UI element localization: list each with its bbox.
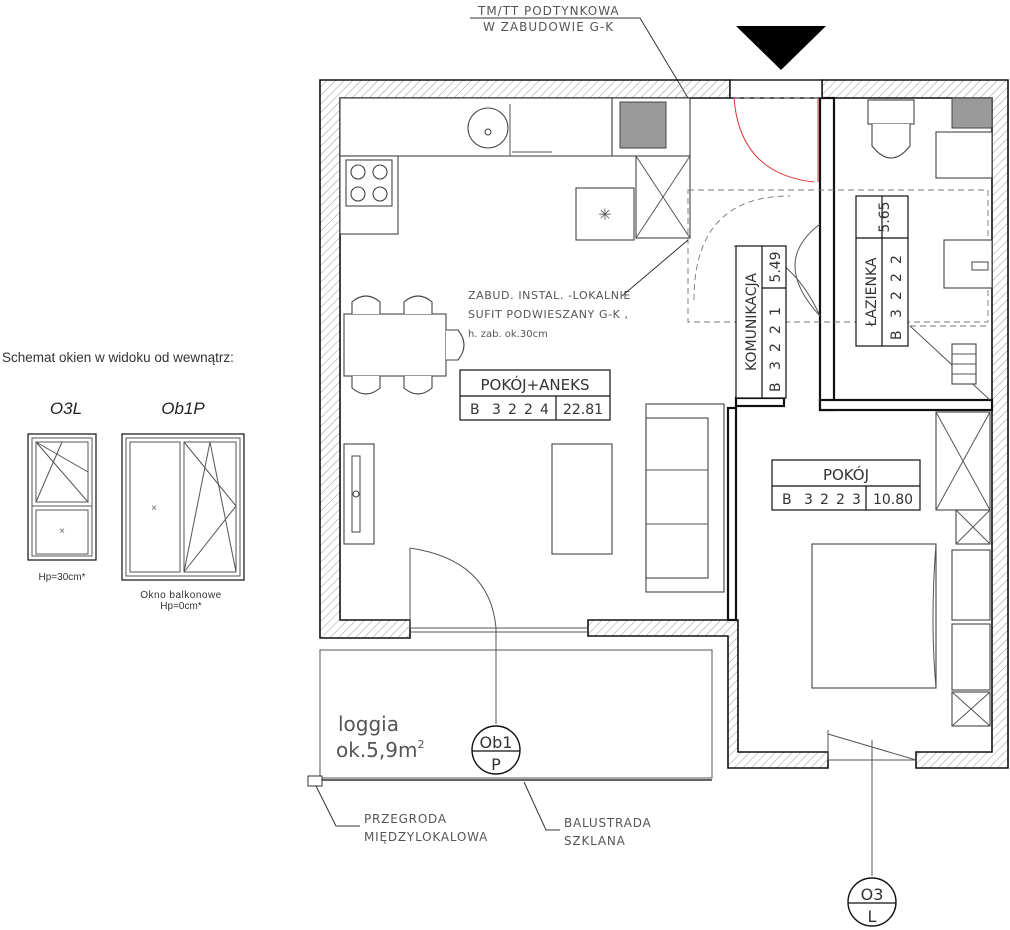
room-code-char: 2: [768, 343, 784, 352]
room-code-char: 3: [492, 402, 501, 418]
legend-note-ob1p-line2: Hp=0cm*: [160, 601, 202, 612]
note-top-line2: W ZABUDOWIE G-K: [483, 20, 614, 34]
fridge-icon: [575, 187, 635, 241]
railing-note-line2: SZKLANA: [564, 834, 626, 848]
sofa-icon: [645, 403, 725, 593]
room-code-char: 3: [852, 492, 861, 508]
room-label-bath: ŁAZIENKA B 3 2 2 2 5.65: [855, 195, 909, 347]
room-code-char: 2: [889, 273, 905, 282]
washer-icon: [935, 131, 993, 179]
dining-set: [343, 295, 465, 395]
ceiling-note-line2: SUFIT PODWIESZANY G-K ,: [468, 308, 629, 321]
pillow-icon: [951, 623, 991, 691]
kitchen-furniture: ✳: [339, 97, 691, 241]
bed-icon: [811, 543, 937, 689]
window-tag-bottom: P: [491, 755, 501, 774]
room-code-char: 3: [768, 361, 784, 370]
room-name: POKÓJ: [823, 465, 869, 484]
bath-shaft-icon: [951, 97, 993, 129]
window-legend: Schemat okien w widoku od wewnątrz: O3L …: [2, 350, 245, 612]
room-code-char: B: [889, 330, 905, 340]
window-tag-ob1p: Ob1 P: [471, 628, 521, 775]
ceiling-note: ZABUD. INSTAL. -LOKALNIE SUFIT PODWIESZA…: [468, 239, 689, 340]
room-code-char: 3: [889, 309, 905, 318]
window-tag-top: O3: [861, 885, 884, 904]
room-code-char: 1: [768, 307, 784, 316]
toilet-icon: [867, 99, 915, 159]
tv-unit-icon: [343, 443, 375, 545]
room-area: 10.80: [873, 492, 913, 508]
room-code-char: 2: [820, 492, 829, 508]
room-code-char: 2: [889, 291, 905, 300]
partition-note-line1: PRZEGRODA: [364, 812, 447, 826]
room-code-char: B: [768, 382, 784, 392]
window-o3l-diagram: ×: [27, 433, 97, 561]
loggia-label: loggia: [338, 712, 399, 736]
svg-text:×: ×: [59, 526, 65, 537]
partition-note: PRZEGRODA MIĘDZYLOKALOWA: [315, 785, 488, 844]
room-code-char: 2: [768, 325, 784, 334]
room-label-bedroom: POKÓJ B 3 2 2 3 10.80: [771, 459, 921, 511]
room-code-char: B: [782, 492, 792, 508]
loggia-area: ok.5,9m2: [336, 738, 424, 762]
svg-text:✳: ✳: [598, 207, 611, 224]
room-code-char: 2: [836, 492, 845, 508]
room-name: POKÓJ+ANEKS: [481, 375, 590, 394]
legend-note-o3l: Hp=30cm*: [39, 572, 86, 583]
window-tag-o3l: O3 L: [847, 740, 897, 927]
room-label-living: POKÓJ+ANEKS B 3 2 2 4 22.81: [459, 369, 611, 421]
window-tag-bottom: L: [868, 907, 877, 926]
room-code-char: 2: [524, 402, 533, 418]
room-code-char: 2: [508, 402, 517, 418]
window-ob1p-diagram: ×: [121, 433, 245, 581]
shaft-icon: [619, 101, 667, 149]
bedroom-furniture: [811, 411, 991, 761]
legend-code-o3l: O3L: [50, 399, 82, 418]
hall-elements: [687, 79, 989, 323]
room-area: 5.65: [877, 201, 893, 232]
living-furniture: [343, 403, 725, 629]
room-label-hall: KOMUNIKACJA B 3 2 2 1 5.49: [735, 245, 787, 399]
room-code-char: 4: [540, 402, 549, 418]
ceiling-note-line1: ZABUD. INSTAL. -LOKALNIE: [468, 289, 631, 302]
legend-code-ob1p: Ob1P: [161, 399, 205, 418]
note-top-line1: TM/TT PODTYNKOWA: [477, 4, 620, 18]
railing-note-line1: BALUSTRADA: [564, 816, 652, 830]
window-tag-top: Ob1: [480, 733, 513, 752]
note-top-leader: [470, 17, 689, 99]
railing-note: BALUSTRADA SZKLANA: [523, 781, 652, 848]
sink-icon: [467, 107, 509, 149]
room-code-char: 2: [889, 255, 905, 264]
svg-text:×: ×: [151, 503, 157, 514]
pillow-icon: [951, 549, 991, 621]
loggia-area-value: ok.5,9m: [336, 738, 417, 762]
partition-note-line2: MIĘDZYLOKALOWA: [364, 830, 488, 844]
ceiling-note-line3: h. zab. ok.30cm: [468, 329, 548, 340]
entrance-arrow-icon: [736, 26, 826, 70]
room-code-char: B: [470, 402, 480, 418]
room-code-char: 3: [804, 492, 813, 508]
bathroom-fixtures: [867, 97, 993, 401]
room-name: ŁAZIENKA: [864, 257, 880, 327]
legend-note-ob1p-line1: Okno balkonowe: [140, 590, 222, 601]
room-name: KOMUNIKACJA: [744, 273, 760, 371]
washbasin-icon: [943, 239, 993, 289]
room-area: 5.49: [768, 251, 784, 282]
room-area: 22.81: [563, 402, 603, 418]
loggia-area-superscript: 2: [417, 738, 424, 751]
legend-title: Schemat okien w widoku od wewnątrz:: [2, 350, 234, 365]
bedroom-wardrobe-icon: [935, 411, 991, 545]
coffee-table-icon: [551, 443, 613, 555]
